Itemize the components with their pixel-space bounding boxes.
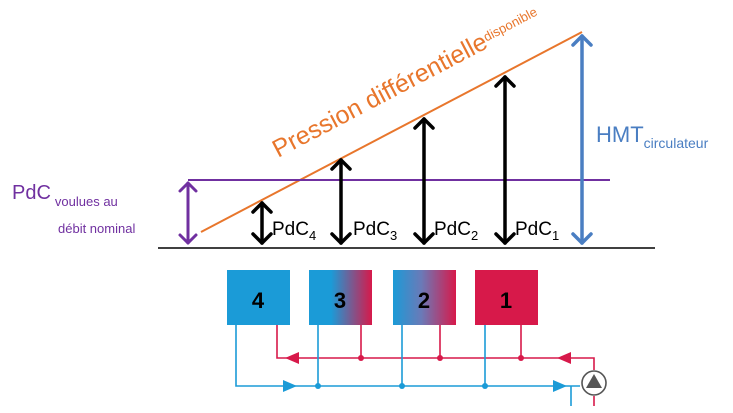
pressure-slope-line: [200, 31, 583, 233]
circulator-pump-icon: [581, 370, 607, 396]
emitter-2: 2: [393, 270, 456, 325]
pdc4-label: PdC4: [272, 219, 316, 243]
hmt-double-arrow: [571, 34, 593, 245]
pdc2-arrow: [413, 117, 435, 245]
emitter-1-number: 1: [500, 288, 512, 313]
emitter-2-number: 2: [418, 288, 430, 313]
hot-pipe-junctions: [358, 355, 524, 361]
pdc-label-line2: débit nominal: [58, 221, 135, 236]
hmt-label: HMTcirculateur: [596, 122, 709, 151]
pdc4-arrow: [251, 201, 273, 245]
hot-pipe-arrows: [285, 352, 571, 364]
cold-pipe-arrows: [283, 380, 567, 392]
emitter-1: 1: [475, 270, 538, 325]
pdc1-arrow: [494, 75, 516, 245]
pdc-double-arrow: [178, 181, 198, 245]
emitter-3-number: 3: [334, 288, 346, 313]
cold-pipe-network: [235, 325, 580, 406]
emitter-4-number: 4: [252, 288, 265, 313]
emitter-4: 4: [227, 270, 290, 325]
pdc2-label: PdC2: [434, 219, 478, 243]
cold-pipe-junctions: [315, 383, 488, 389]
emitter-3: 3: [309, 270, 372, 325]
pdc1-label: PdC1: [515, 219, 559, 243]
pdc3-label: PdC3: [353, 219, 397, 243]
pdc3-arrow: [330, 158, 352, 245]
hot-pipe-network: [276, 325, 595, 406]
